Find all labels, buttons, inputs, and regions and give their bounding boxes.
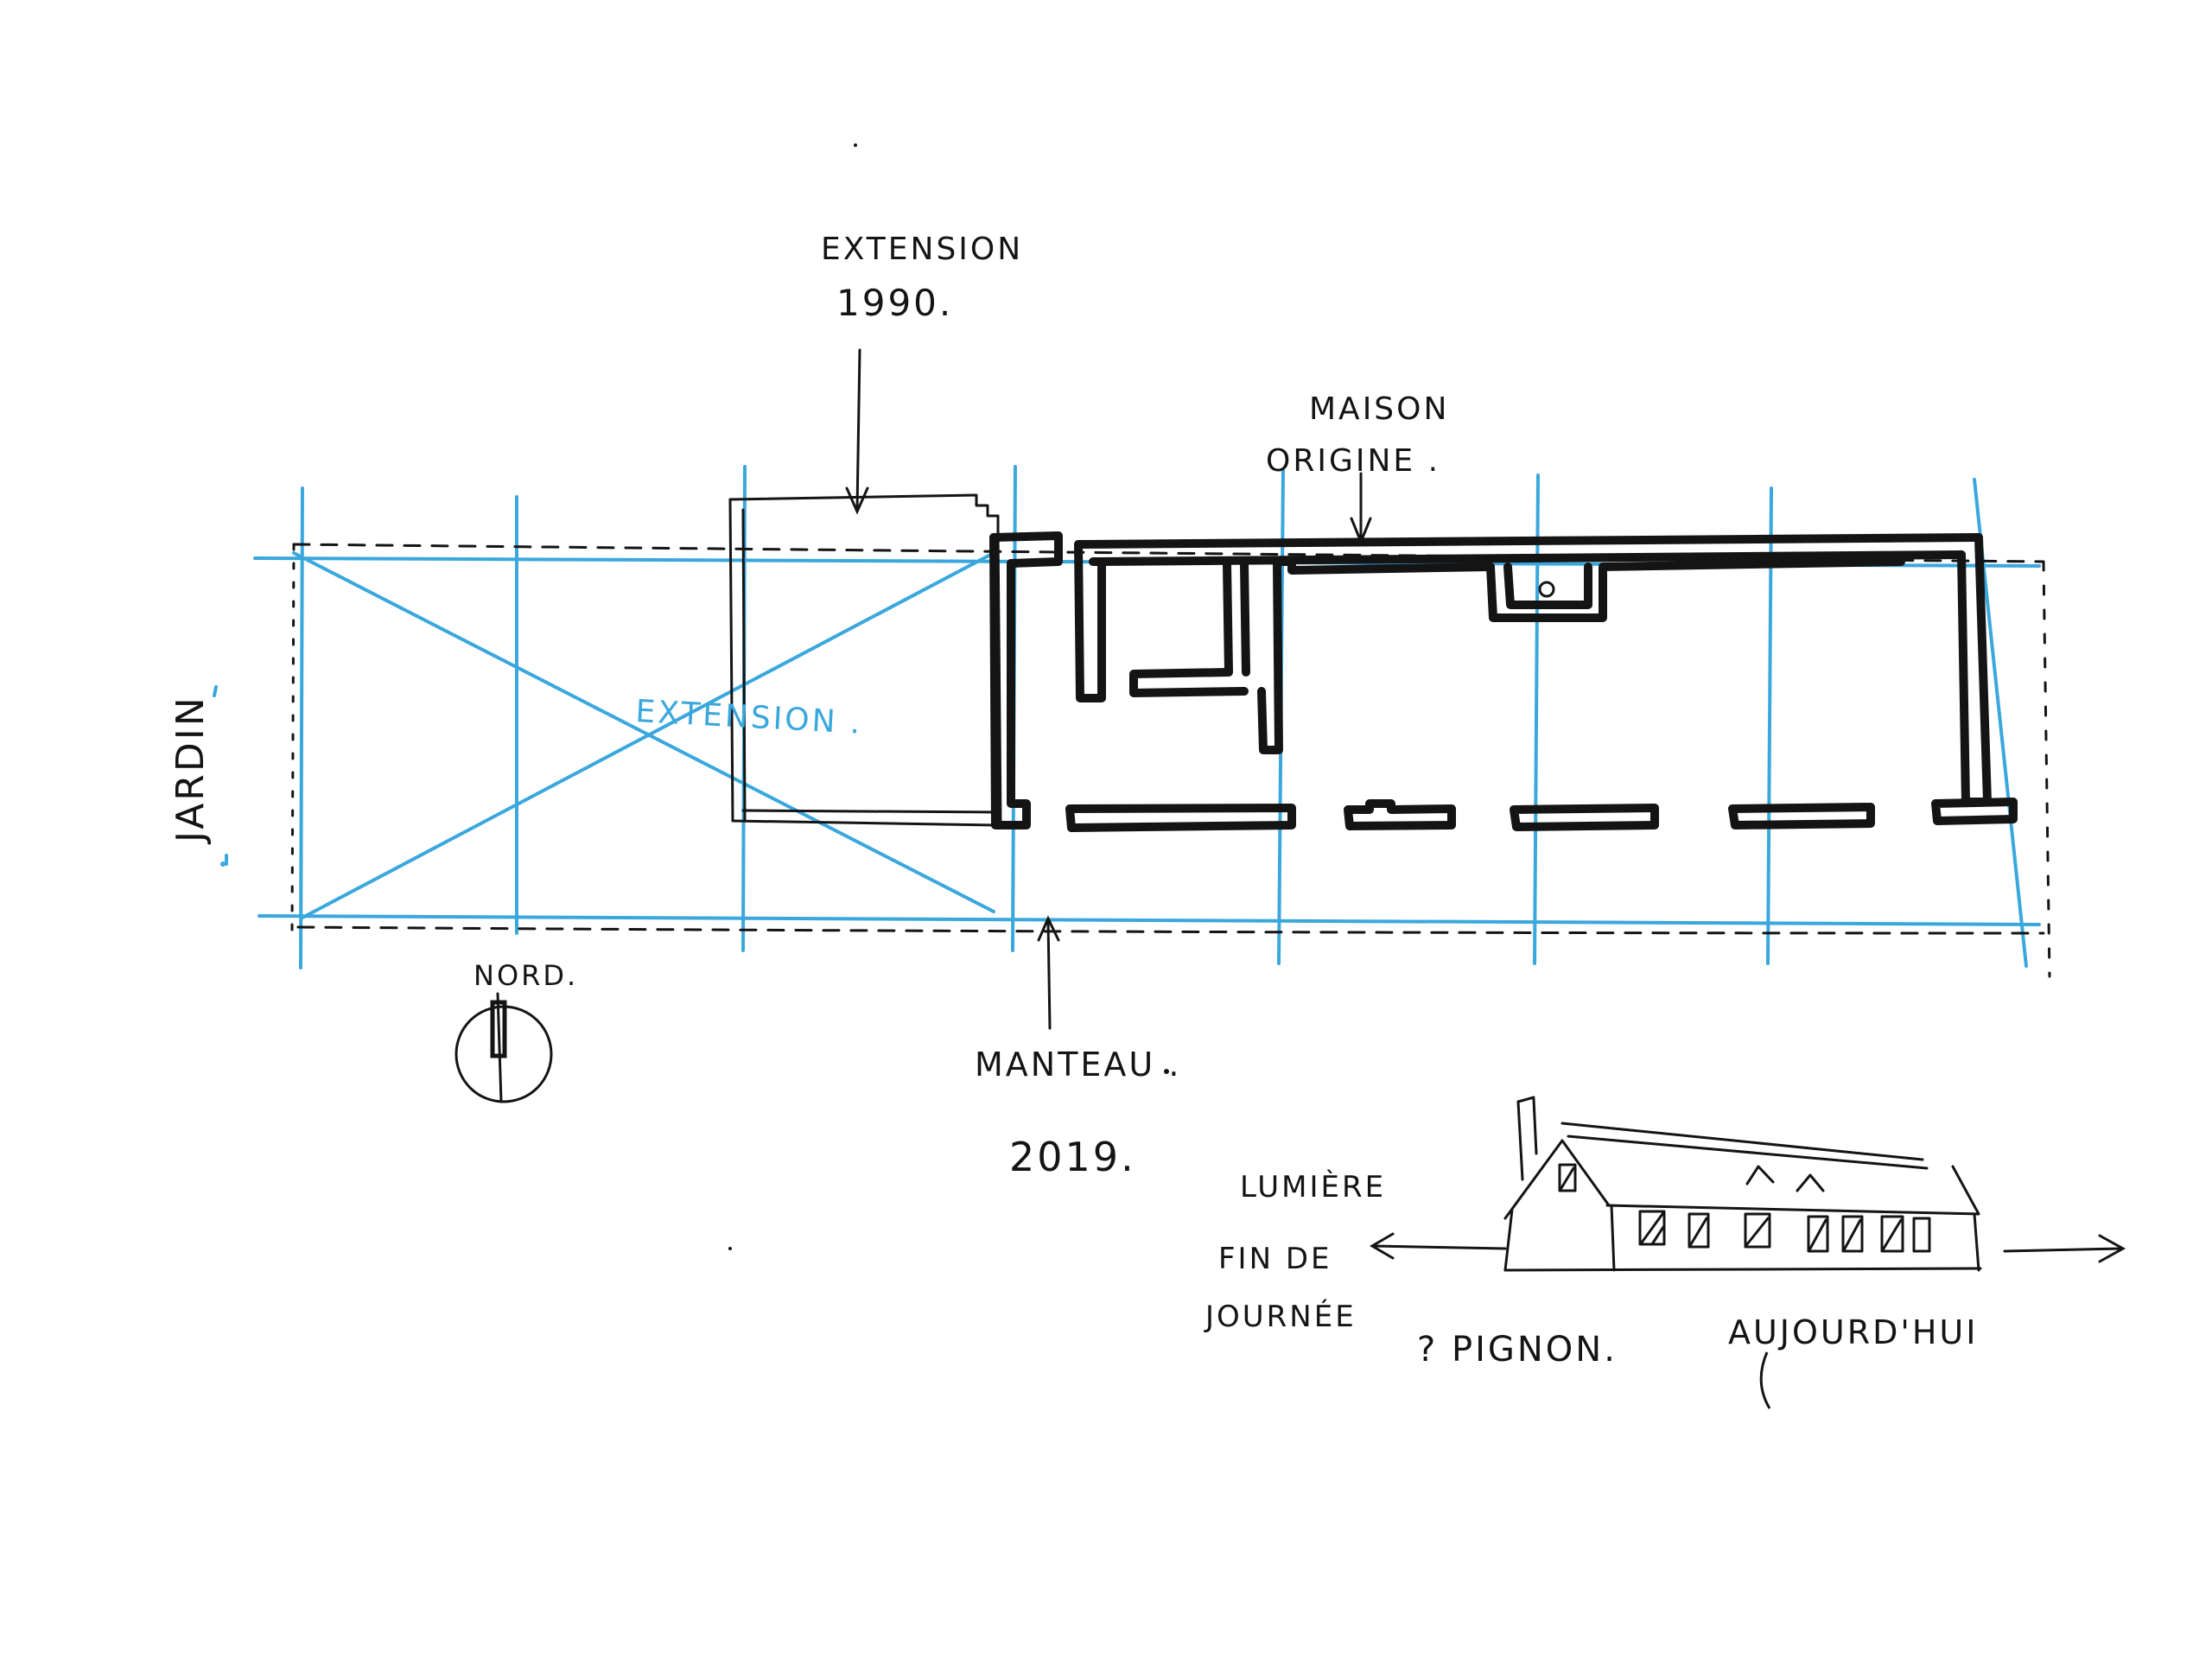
extension-blue-label: EXTENSION . [635,694,864,741]
fin-de-label: FIN DE [1218,1242,1332,1276]
extension-1990-outline [728,493,1002,827]
extension-1990-label-line2: 1990. [836,282,953,324]
arrow-down-icon [845,486,1372,545]
aujourdhui-tail [1759,1351,1771,1409]
pignon-label: ? PIGNON. [1417,1330,1618,1370]
journee-label: JOURNÉE [1204,1299,1357,1334]
maison-origine-plan [989,531,2018,832]
pointer-lines [855,348,1363,1030]
dashed-boundary [290,543,2051,978]
arrow-up-icon [1037,915,1060,942]
extension-1990-label-line1: EXTENSION [821,232,1023,267]
jardin-label: JARDIN [168,695,213,845]
cupboard-mark [1538,581,1555,598]
arrow-left-icon [1370,1232,1395,1260]
north-arrow-icon [454,992,553,1103]
maison-origine-label-line1: MAISON [1309,391,1449,427]
arrow-right-icon [2098,1234,2126,1263]
stray-marks [220,143,1169,1250]
manteau-label-line2: 2019. [1009,1134,1136,1180]
aujourdhui-label: AUJOURD'HUI [1728,1313,1978,1351]
manteau-label-line1: MANTEAU . [975,1046,1181,1084]
elevation-arrows [1372,1244,2123,1253]
nord-label: NORD. [474,959,578,992]
house-elevation-sketch [1503,1096,1982,1272]
lumiere-label: LUMIÈRE [1240,1169,1386,1205]
maison-origine-label-line2: ORIGINE . [1266,443,1440,479]
